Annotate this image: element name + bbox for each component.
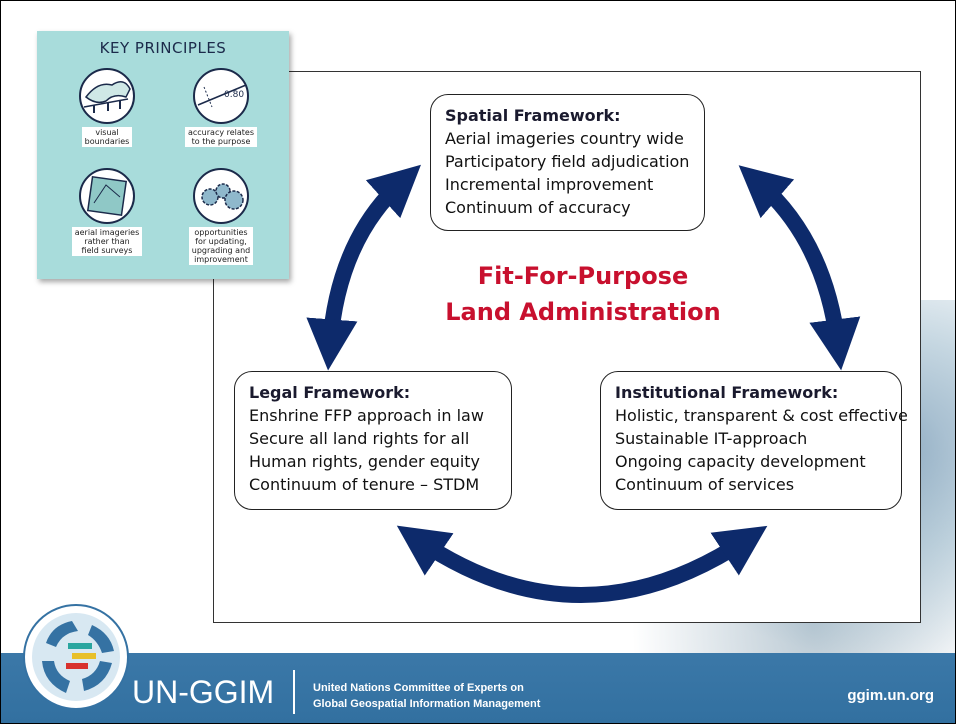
spatial-line: Aerial imageries country wide [445,129,684,148]
aerial-imagery-icon [79,168,135,224]
legal-line: Human rights, gender equity [249,452,481,471]
arrow-spatial-institutional [738,165,861,371]
label-line: opportunities [194,228,248,237]
label-line: rather than [84,237,130,246]
institutional-line: Holistic, transparent & cost effective [615,406,908,425]
label-line: to the purpose [191,137,251,146]
institutional-framework-box: Institutional Framework: Holistic, trans… [600,371,908,510]
accuracy-icon: 0.80 [193,68,249,124]
footer-organization: United Nations Committee of Experts on G… [313,680,540,712]
legal-line: Continuum of tenure – STDM [249,475,480,494]
legal-line: Enshrine FFP approach in law [249,406,484,425]
footer-bar [0,653,956,724]
arrow-spatial-legal [306,164,421,371]
principle-accuracy: 0.80 accuracy relates to the purpose [173,67,269,149]
label-line: improvement [194,255,248,264]
label-line: boundaries [84,137,130,146]
gears-icon [193,168,249,224]
principle-opportunities: opportunities for updating, upgrading an… [173,167,269,267]
institutional-line: Ongoing capacity development [615,452,866,471]
legal-framework-title: Legal Framework: [249,383,411,402]
center-title-line-1: Fit-For-Purpose [477,262,689,290]
footer-url-link[interactable]: ggim.un.org [847,687,934,704]
institutional-line: Sustainable IT-approach [615,429,808,448]
spatial-line: Incremental improvement [445,175,654,194]
label-line: field surveys [81,246,133,255]
principle-label: opportunities for updating, upgrading an… [188,227,254,265]
label-line: for updating, [195,237,247,246]
principle-visual-boundaries: visual boundaries [59,67,155,149]
arrow-legal-institutional [396,525,768,603]
label-line: visual [95,128,119,137]
org-line: United Nations Committee of Experts on [313,682,524,694]
center-title-line-2: Land Administration [445,298,721,326]
principle-label: accuracy relates to the purpose [184,127,258,147]
principle-label: aerial imageries rather than field surve… [71,227,143,256]
accuracy-value: 0.80 [224,90,244,100]
spatial-line: Participatory field adjudication [445,152,690,171]
spatial-framework-title: Spatial Framework: [445,106,621,125]
label-line: aerial imageries [74,228,140,237]
footer-brand-name: UN-GGIM [132,674,275,710]
diagram-center-title: Fit-For-Purpose Land Administration [430,258,736,330]
institutional-line: Continuum of services [615,475,795,494]
spatial-line: Continuum of accuracy [445,198,631,217]
principle-aerial-imageries: aerial imageries rather than field surve… [59,167,155,258]
legal-framework-box: Legal Framework: Enshrine FFP approach i… [234,371,512,510]
institutional-framework-title: Institutional Framework: [615,383,839,402]
footer-divider [293,670,295,714]
un-ggim-logo [23,604,129,710]
spatial-framework-box: Spatial Framework: Aerial imageries coun… [430,94,705,231]
key-principles-card: KEY PRINCIPLES visual boundaries 0.80 ac… [37,31,289,279]
label-line: accuracy relates [187,128,255,137]
legal-line: Secure all land rights for all [249,429,470,448]
key-principles-title: KEY PRINCIPLES [99,39,227,57]
visual-boundaries-icon [79,68,135,124]
principle-label: visual boundaries [81,127,133,147]
org-line: Global Geospatial Information Management [313,698,541,710]
label-line: upgrading and [191,246,251,255]
